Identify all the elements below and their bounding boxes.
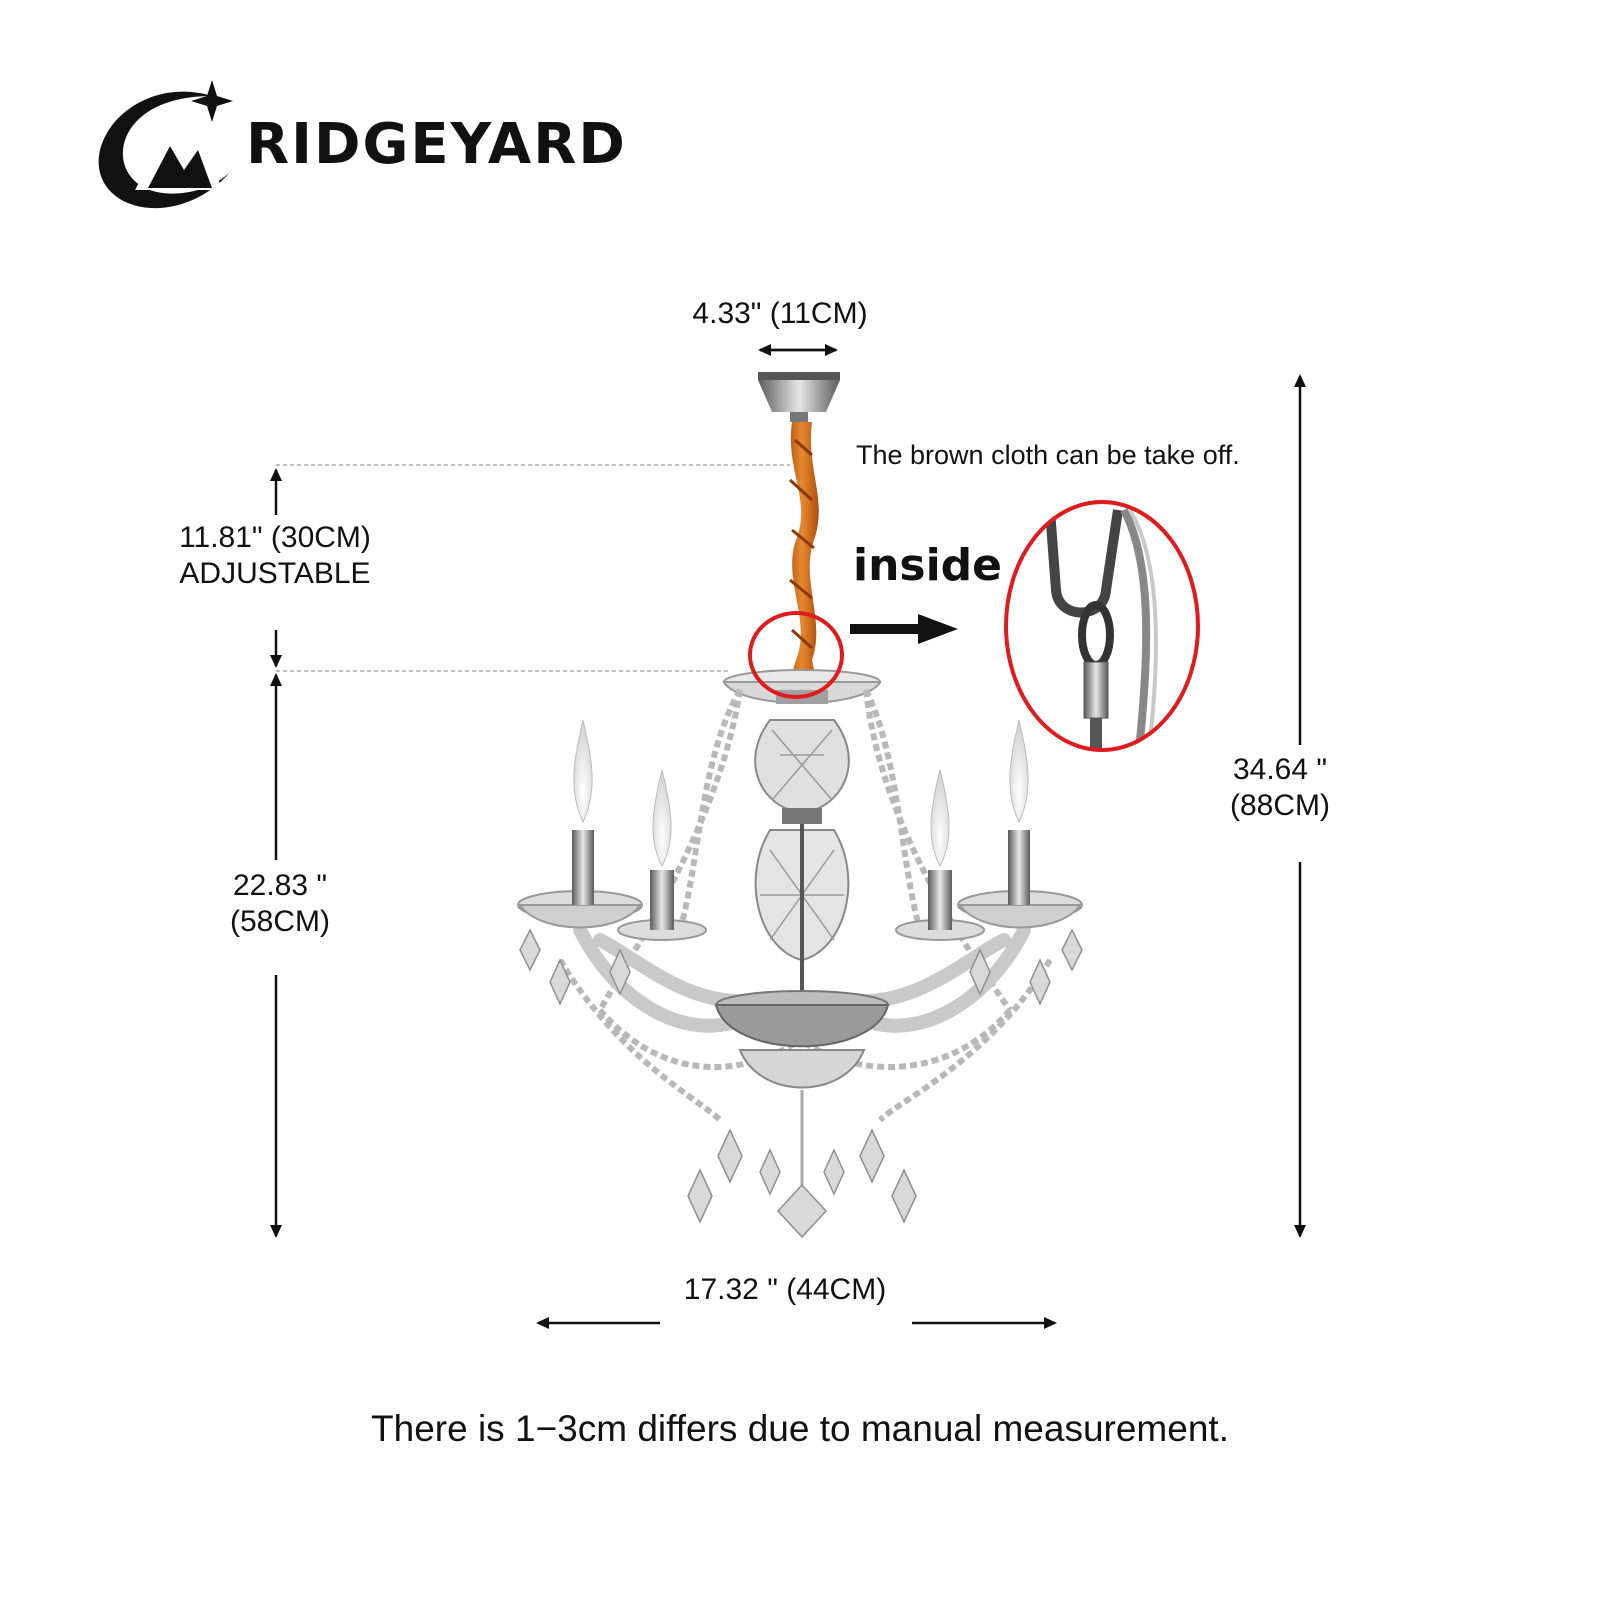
candle-right-outer [957, 719, 1083, 929]
measurement-footnote: There is 1−3cm differs due to manual mea… [371, 1408, 1229, 1449]
bottom-crystal-bowl [714, 990, 890, 1089]
body-height-value: 22.83 " [232, 869, 328, 902]
chain-length-note: ADJUSTABLE [179, 557, 371, 590]
star-icon [191, 80, 233, 122]
candle-right-inner [895, 769, 985, 941]
ceiling-canopy [758, 372, 840, 422]
central-column [754, 719, 850, 1000]
brand-logo-icon [98, 80, 233, 209]
zoomed-inset [1004, 500, 1200, 752]
total-height-metric: (88CM) [1229, 789, 1330, 822]
chain-length-label: 11.81" (30CM) ADJUSTABLE [120, 520, 430, 592]
crystal-drops [519, 928, 1083, 1239]
cloth-note: The brown cloth can be take off. [856, 440, 1240, 470]
callout-arrow-icon [850, 614, 958, 644]
candle-left-inner [617, 769, 707, 941]
chain-length-value: 11.81" (30CM) [179, 521, 371, 554]
highlight-circle-large [1004, 500, 1200, 752]
body-height-label: 22.83 " (58CM) [180, 868, 380, 940]
brown-cloth-sleeve [784, 422, 820, 700]
canopy-width-label: 4.33" (11CM) [692, 297, 868, 330]
crystal-strands [557, 688, 1053, 1123]
highlight-circle-small [748, 611, 844, 699]
inside-label: inside [853, 540, 1003, 591]
candle-left-outer [517, 719, 643, 929]
top-crystal-bowl [722, 669, 882, 704]
body-height-metric: (58CM) [229, 905, 330, 938]
total-height-label: 34.64 " (88CM) [1190, 752, 1370, 824]
brand-name: RIDGEYARD [246, 112, 627, 177]
total-height-value: 34.64 " [1232, 753, 1328, 786]
body-width-label: 17.32 " (44CM) [650, 1272, 920, 1308]
